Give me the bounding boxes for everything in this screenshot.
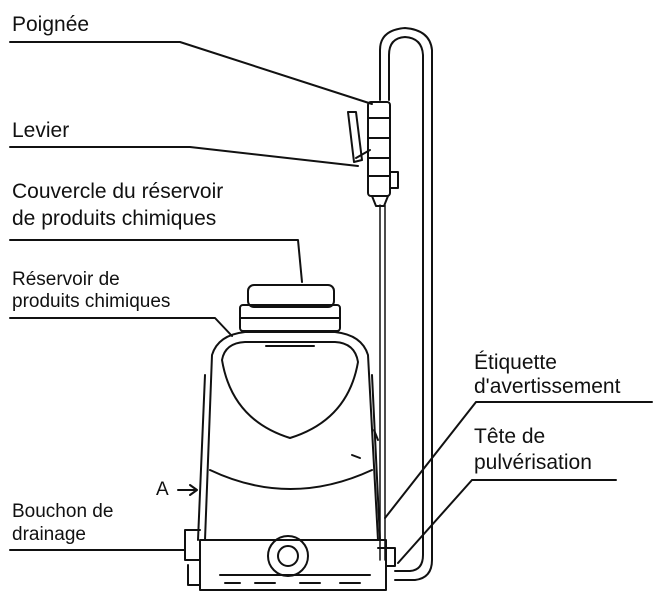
label-marker-a: A — [156, 480, 169, 500]
leader-handle — [10, 42, 372, 104]
handle-assembly — [348, 102, 398, 206]
label-handle: Poignée — [12, 14, 89, 36]
label-tank-cap-line1: Couvercle du réservoir — [12, 181, 223, 203]
label-lever: Levier — [12, 120, 69, 142]
label-drain-line2: drainage — [12, 525, 86, 545]
tank-body — [185, 285, 395, 590]
leader-a — [178, 485, 197, 495]
leader-tank — [10, 318, 232, 336]
label-tank-line1: Réservoir de — [12, 270, 120, 290]
label-warning-line1: Étiquette — [474, 352, 557, 374]
label-spray-head-line1: Tête de — [474, 426, 545, 448]
spray-wand — [380, 28, 432, 580]
label-drain-line1: Bouchon de — [12, 502, 113, 522]
label-tank-cap-line2: de produits chimiques — [12, 208, 216, 230]
label-tank-line2: produits chimiques — [12, 292, 170, 312]
label-warning-line2: d'avertissement — [474, 376, 620, 398]
leader-lever — [10, 147, 358, 166]
leader-spray-head — [398, 480, 616, 563]
label-spray-head-line2: pulvérisation — [474, 452, 592, 474]
